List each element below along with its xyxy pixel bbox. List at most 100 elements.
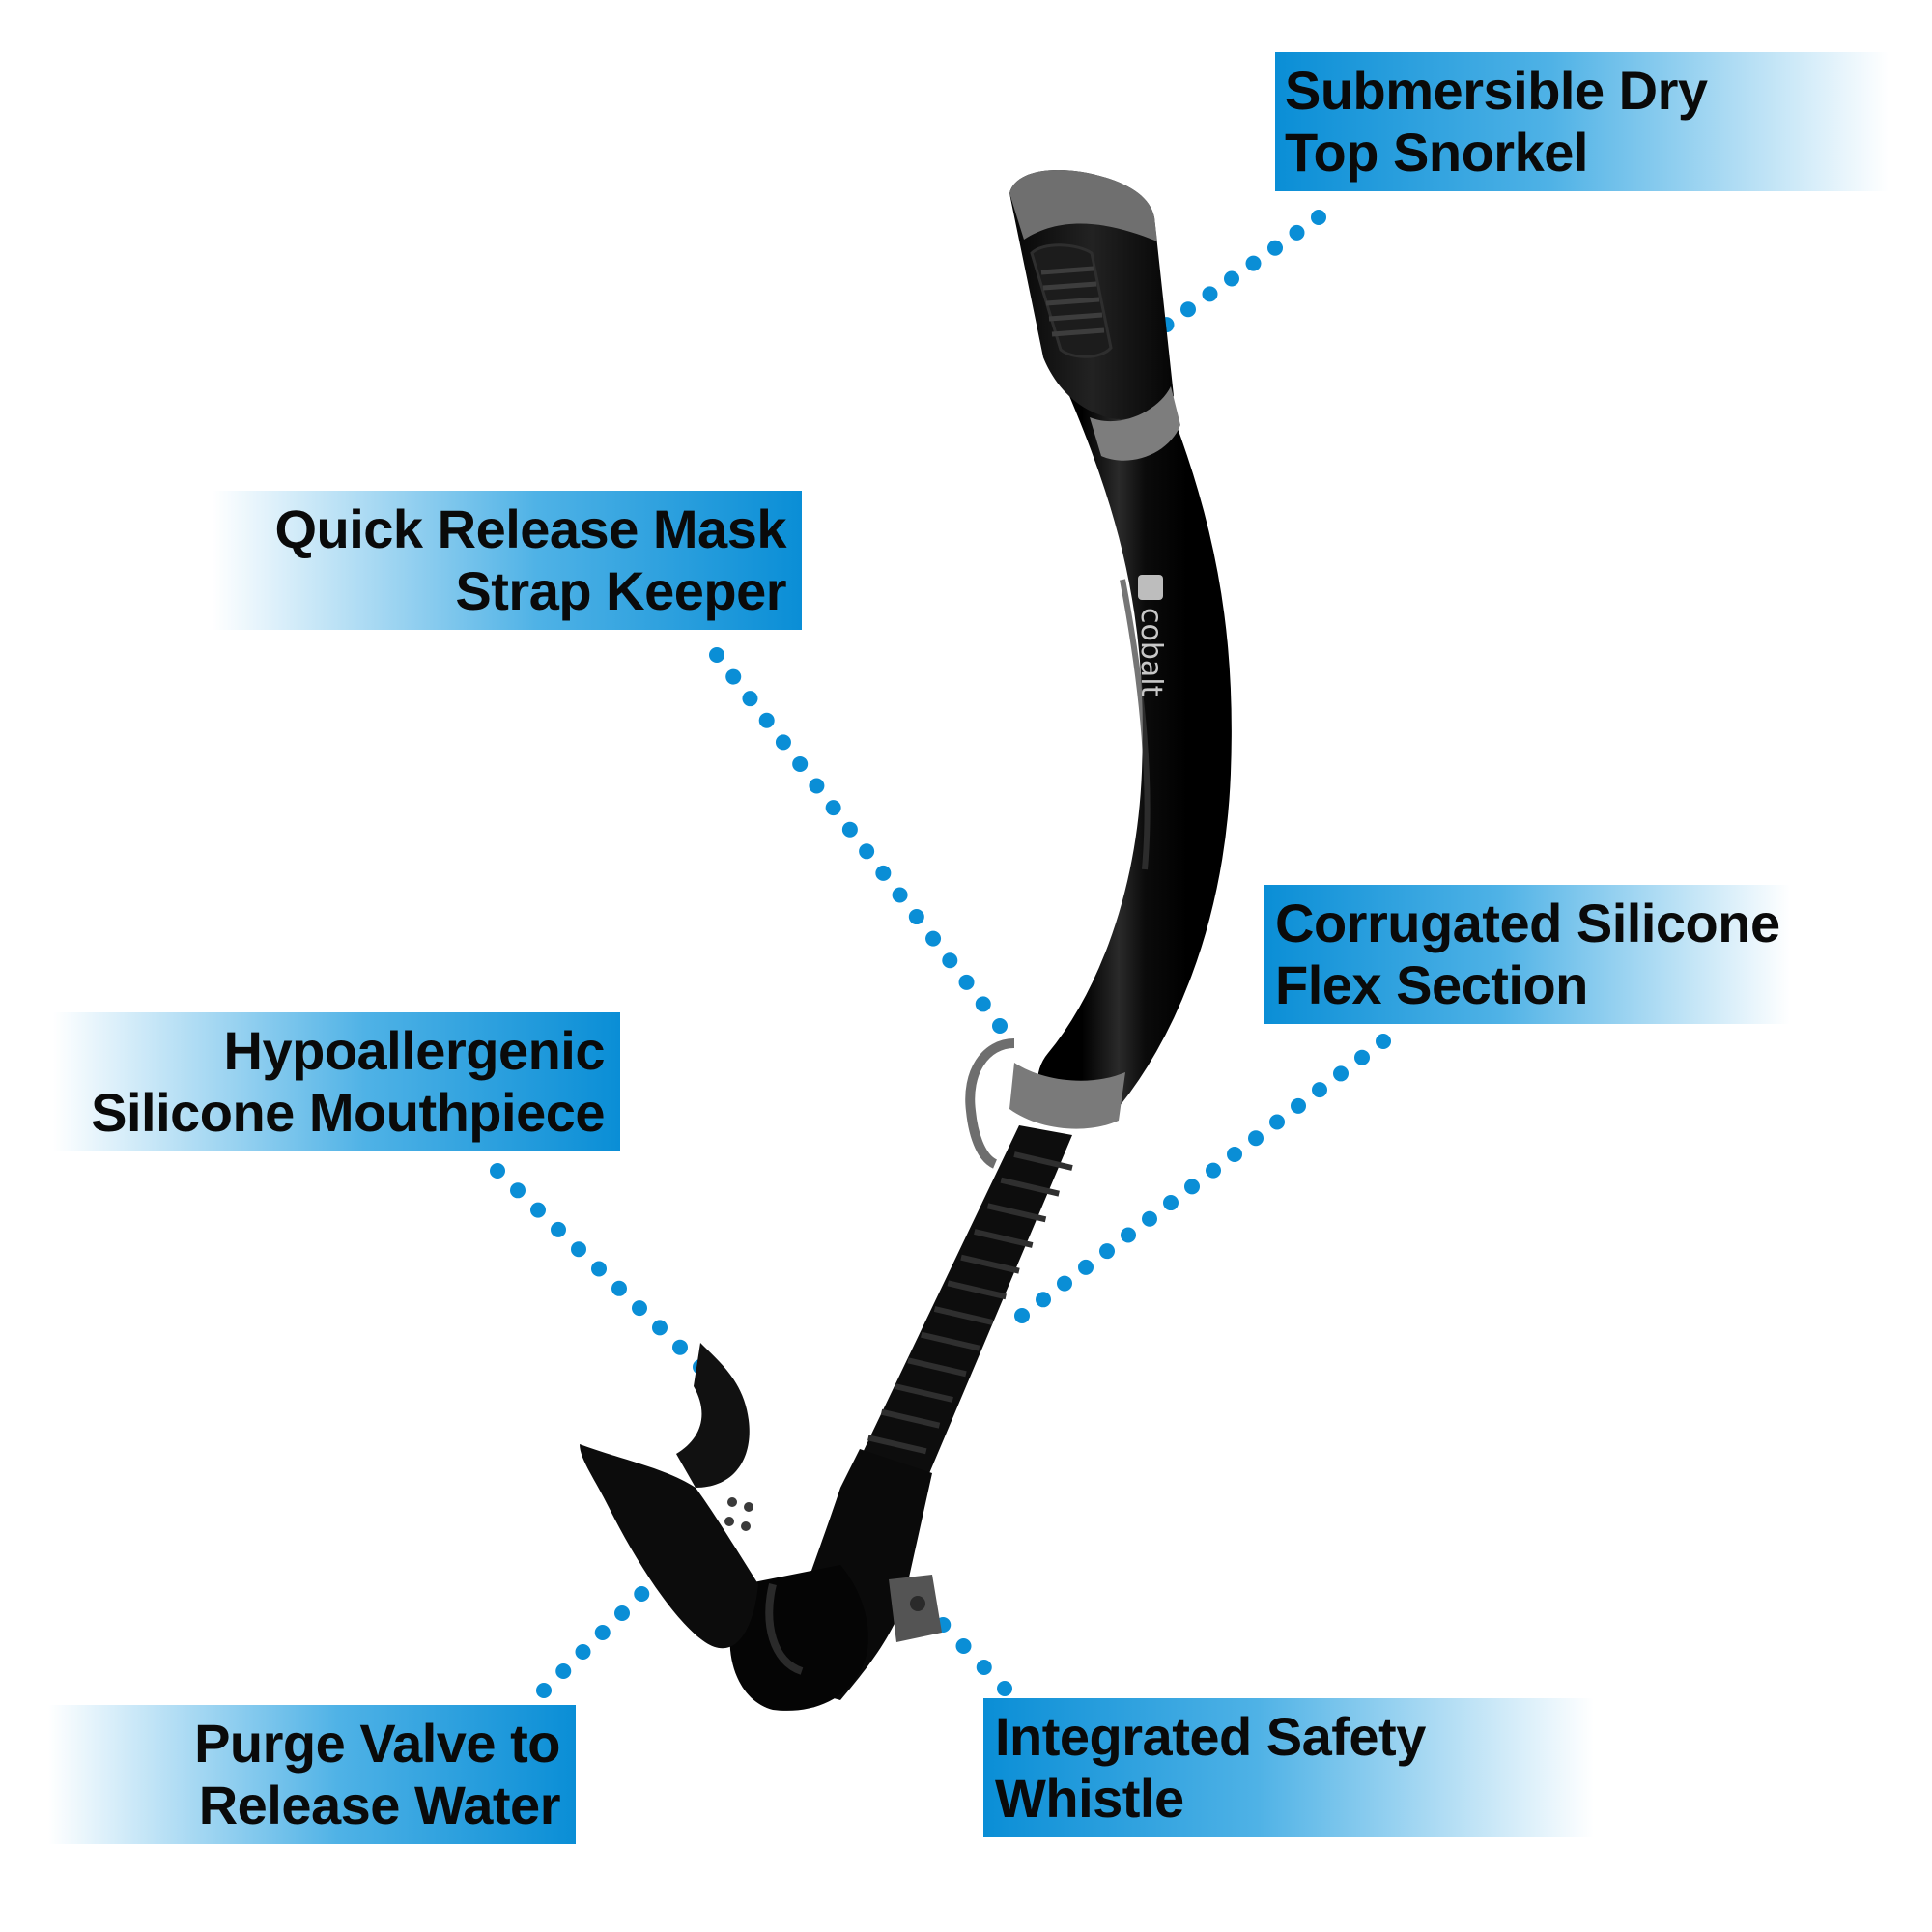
flex-rib (960, 1254, 1020, 1274)
callout-line: Whistle (995, 1768, 1184, 1829)
tube-highlight (1120, 579, 1151, 870)
leader-dot (1078, 1259, 1094, 1275)
leader-dot (976, 1660, 992, 1675)
leader-dot (1289, 224, 1305, 241)
leader-dot (614, 1605, 630, 1621)
leader-dot (1267, 240, 1283, 256)
leader-dot (1245, 255, 1262, 271)
leader-dot (1202, 286, 1218, 302)
leader-dot (997, 1681, 1012, 1696)
leader-dot (1206, 1162, 1221, 1179)
safety-whistle (889, 1575, 942, 1642)
callout-line: Corrugated Silicone (1275, 893, 1780, 953)
leader-dot (1180, 301, 1196, 318)
strap-keeper (965, 1038, 1125, 1169)
leader-dot (859, 843, 875, 860)
leader-dot (1291, 1097, 1306, 1114)
leader-dot (725, 668, 742, 685)
cobalt-whale-tail-icon (1138, 575, 1163, 600)
callout-line: Strap Keeper (455, 560, 786, 621)
leader-dot (975, 996, 991, 1012)
flex-rib (947, 1280, 1007, 1300)
leader-dot (1376, 1034, 1391, 1049)
callout-safety-whistle: Integrated Safety Whistle (983, 1698, 1594, 1837)
leader-dot (892, 887, 908, 903)
leader-dot (551, 1221, 566, 1237)
dry-top-valve (1009, 170, 1180, 461)
leader-dot (825, 800, 841, 816)
leader-dot (775, 734, 791, 751)
leader-dot (1333, 1065, 1349, 1082)
leader-lines (490, 210, 1391, 1698)
callout-line: Release Water (198, 1775, 561, 1835)
leader-dot (758, 712, 775, 728)
leader-dot (611, 1280, 627, 1296)
leader-dot (672, 1339, 688, 1355)
leader-dot (709, 647, 724, 663)
leader-dot (634, 1586, 650, 1602)
flex-rib (907, 1357, 967, 1378)
flex-rib (894, 1383, 953, 1403)
leader-dot (908, 909, 924, 925)
leader-dot (955, 1638, 972, 1654)
callout-flex-section: Corrugated Silicone Flex Section (1264, 885, 1790, 1024)
leader-dot (742, 691, 758, 707)
callout-strap-keeper: Quick Release Mask Strap Keeper (213, 491, 802, 630)
flex-rib (1013, 1151, 1073, 1171)
flex-rib (921, 1331, 980, 1351)
leader-dot (1036, 1292, 1051, 1308)
leader-dot (555, 1663, 572, 1679)
leader-dot (792, 755, 809, 772)
leader-dot (652, 1320, 668, 1336)
leader-dot (875, 865, 892, 881)
flex-rib (986, 1203, 1047, 1223)
leader-dot (1099, 1243, 1115, 1260)
purge-valve-housing (729, 1565, 868, 1711)
leader-dot (510, 1182, 526, 1199)
callout-mouthpiece: Hypoallergenic Silicone Mouthpiece (53, 1012, 620, 1151)
leader-line-flex-section (1014, 1034, 1391, 1323)
leader-dot (1014, 1308, 1030, 1323)
leader-dot (490, 1163, 505, 1179)
dry-top-band (1090, 386, 1180, 461)
leader-dot (1142, 1210, 1157, 1227)
leader-dot (536, 1683, 552, 1698)
leader-line-mouthpiece (490, 1163, 708, 1375)
leader-dot (992, 1018, 1008, 1034)
leader-dot (1057, 1275, 1072, 1292)
flex-rib (974, 1229, 1034, 1248)
leader-dot (841, 821, 858, 838)
flex-rib (933, 1306, 994, 1325)
callout-line: Integrated Safety (995, 1706, 1426, 1767)
leader-dot (591, 1261, 607, 1277)
callout-purge-valve: Purge Valve to Release Water (48, 1705, 576, 1844)
flex-rib (867, 1435, 927, 1455)
brand-mark: cobalt (1134, 575, 1168, 697)
leader-dot (1311, 210, 1326, 225)
callout-line: Hypoallergenic (223, 1020, 606, 1081)
callout-line: Submersible Dry (1285, 60, 1708, 121)
leader-dot (1312, 1082, 1327, 1098)
leader-dot (942, 952, 958, 969)
flex-rib (1000, 1177, 1060, 1197)
callout-dry-top-snorkel: Submersible Dry Top Snorkel (1275, 52, 1889, 191)
leader-dot (594, 1625, 611, 1640)
leader-dot (632, 1300, 647, 1317)
corrugated-flex-section (854, 1125, 1073, 1480)
leader-dot (1224, 270, 1239, 287)
leader-dot (1121, 1227, 1136, 1243)
brand-text: cobalt (1134, 608, 1168, 697)
leader-dot (1248, 1130, 1264, 1147)
silicone-mouthpiece (580, 1343, 758, 1649)
leader-dot (809, 778, 825, 794)
leader-dot (530, 1202, 546, 1218)
leader-dot (1227, 1146, 1242, 1162)
callout-line: Silicone Mouthpiece (91, 1082, 605, 1143)
leader-dot (1354, 1049, 1370, 1065)
callout-line: Top Snorkel (1285, 122, 1588, 183)
leader-line-strap-keeper (709, 647, 1008, 1034)
flex-rib (880, 1408, 941, 1429)
leader-dot (958, 974, 975, 990)
callout-line: Quick Release Mask (274, 498, 786, 559)
